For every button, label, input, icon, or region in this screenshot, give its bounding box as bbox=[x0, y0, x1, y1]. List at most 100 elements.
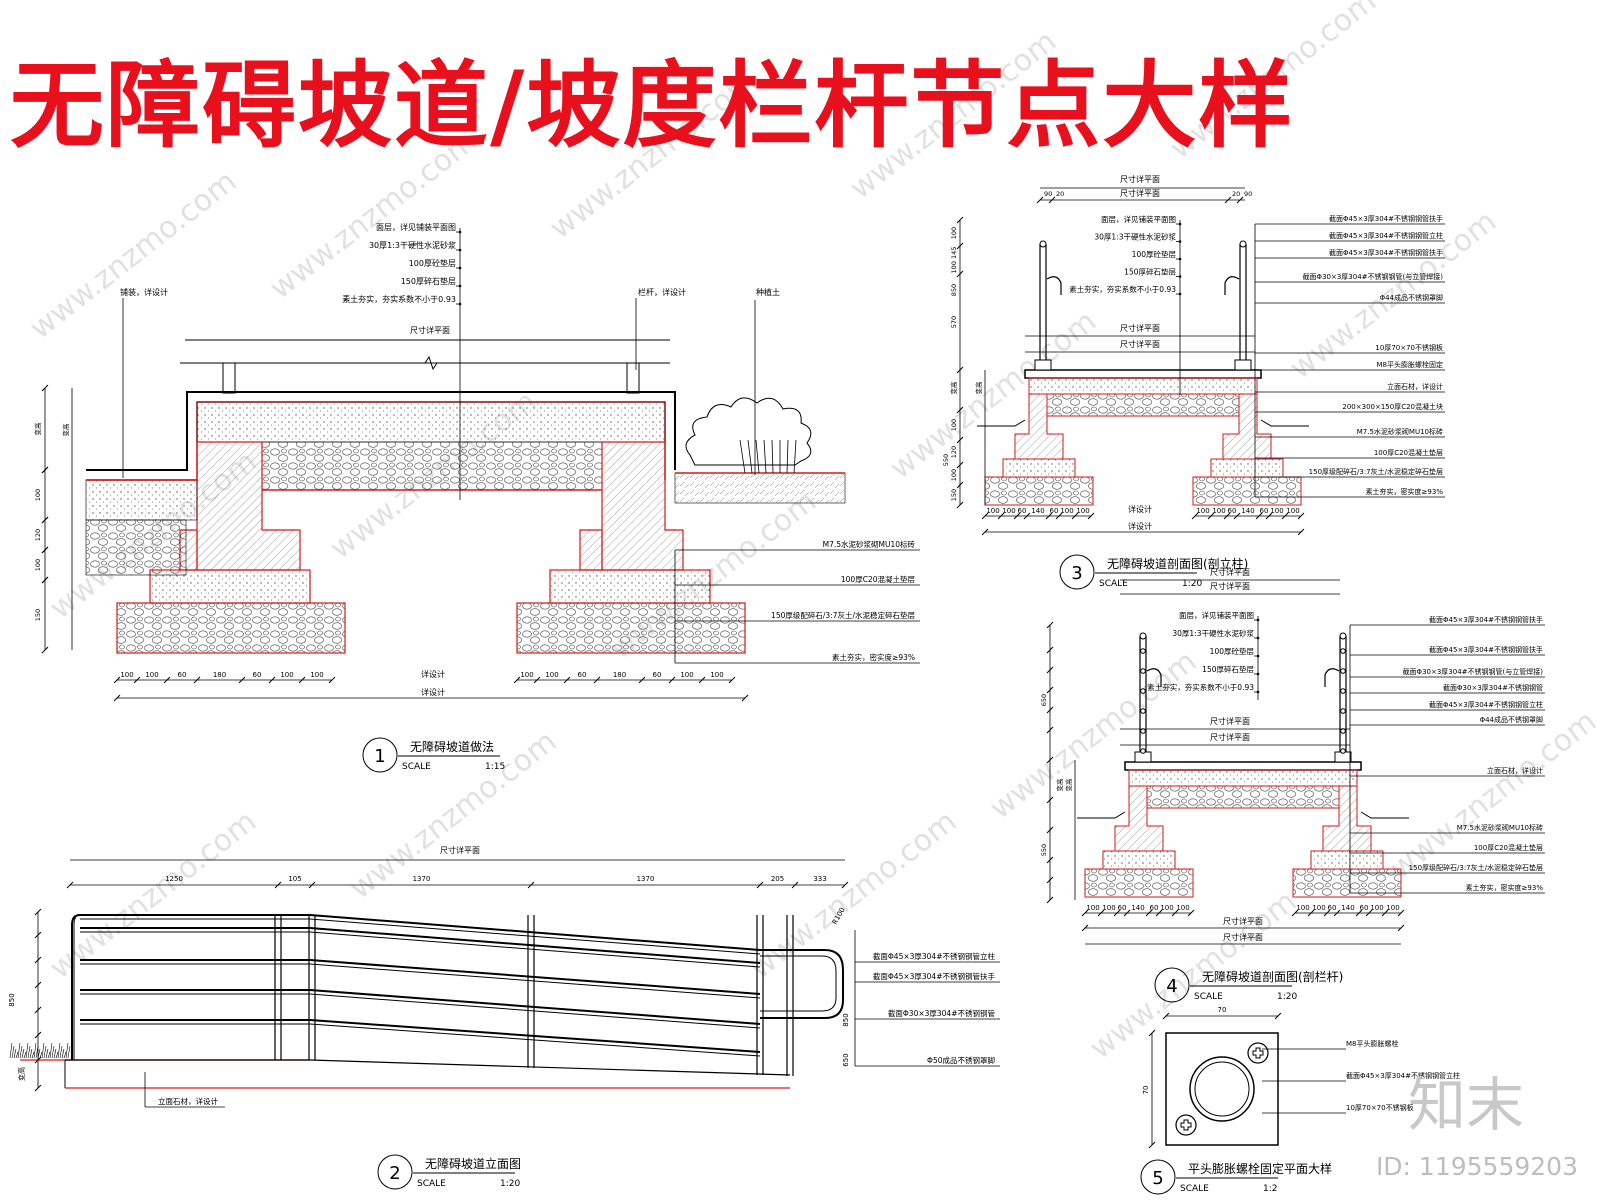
leader-dot bbox=[1256, 654, 1260, 658]
leader-dot bbox=[1256, 636, 1260, 640]
post-tube-inner bbox=[1194, 1061, 1250, 1117]
dimension-text: 850 bbox=[950, 284, 958, 296]
dim-tick bbox=[34, 1084, 42, 1092]
dim-tick bbox=[841, 881, 849, 889]
dimension-text: 变高 bbox=[1064, 778, 1073, 792]
gravel-layer bbox=[1146, 785, 1340, 809]
detail-5-plate-plan: 7070M8平头膨胀螺栓截面Φ45×3厚304#不锈钢钢管立柱10厚70×70不… bbox=[1140, 1006, 1460, 1195]
grass-blade bbox=[45, 1048, 49, 1059]
dim-tick bbox=[34, 1056, 42, 1064]
scale-value: 1:20 bbox=[1182, 579, 1202, 589]
dimension-text: 20 bbox=[1232, 190, 1240, 198]
handrail-return bbox=[760, 949, 844, 1019]
layer-label: 素土夯实，夯实系数不小于0.93 bbox=[1147, 682, 1254, 692]
leader-dot bbox=[458, 230, 462, 234]
dim-tick bbox=[956, 216, 964, 224]
dim-tick bbox=[956, 436, 964, 444]
dim-tick bbox=[1397, 924, 1405, 932]
callout-label: 铺装，详设计 bbox=[120, 287, 168, 297]
detail-number: 5 bbox=[1152, 1168, 1163, 1189]
base-plate bbox=[1034, 359, 1052, 371]
dim-tick bbox=[1046, 876, 1054, 884]
dim-tick bbox=[34, 908, 42, 916]
dim-tick bbox=[308, 881, 316, 889]
scale-label: SCALE bbox=[1099, 579, 1128, 589]
leader-dot bbox=[1256, 618, 1260, 622]
dim-tick bbox=[1046, 706, 1054, 714]
scale-value: 1:2 bbox=[1263, 1184, 1277, 1194]
leader-dot bbox=[458, 302, 462, 306]
dim-tick bbox=[41, 384, 49, 392]
dimension-text: 100 bbox=[1270, 507, 1283, 515]
dimension-text: 120 bbox=[950, 446, 958, 458]
dimension-text: 变高 bbox=[949, 381, 958, 395]
dim-tick bbox=[791, 881, 799, 889]
handrail-tube bbox=[80, 927, 761, 964]
leader-dot bbox=[458, 248, 462, 252]
callout-label: Φ44成品不锈钢罩脚 bbox=[1480, 715, 1543, 724]
grass-blade bbox=[55, 1051, 59, 1059]
grass-blade bbox=[63, 1051, 67, 1059]
dimension-text: 1250 bbox=[165, 875, 183, 883]
callout-label: 截面Φ45×3厚304#不锈钢钢管立柱 bbox=[1346, 1071, 1460, 1080]
dim-tick bbox=[1255, 512, 1263, 520]
concrete-footing bbox=[1210, 458, 1284, 478]
bolt-cross bbox=[1180, 1119, 1192, 1131]
scale-label: SCALE bbox=[402, 762, 431, 772]
dimension-text: 100 145 bbox=[950, 247, 958, 274]
callout-label: 200×300×150厚C20混凝土块 bbox=[1342, 402, 1443, 411]
base-label: 100厚C20混凝土垫层 bbox=[841, 574, 916, 584]
scale-label: SCALE bbox=[1194, 992, 1223, 1002]
callout-label: Φ50成品不锈钢罩脚 bbox=[927, 1055, 995, 1065]
detail-number-circle bbox=[1154, 967, 1190, 1003]
dimension-text: 60 bbox=[1260, 507, 1269, 515]
handrail-tube bbox=[80, 993, 761, 1029]
layer-label: 面层，详见铺装平面图 bbox=[1101, 214, 1176, 224]
handrail-tube bbox=[80, 959, 761, 995]
callout-label: 100厚C20混凝土垫层 bbox=[1374, 448, 1443, 457]
detail-number-circle bbox=[362, 737, 398, 773]
layer-label: 30厚1:3干硬性水泥砂浆 bbox=[1172, 628, 1254, 638]
dimension-text: 详设计 bbox=[421, 687, 445, 697]
base-label: 150厚级配碎石/3:7灰土/水泥稳定碎石垫层 bbox=[771, 610, 915, 620]
base-label: 素土夯实，密实度≥93% bbox=[832, 652, 915, 662]
rail-post bbox=[222, 362, 236, 394]
dim-tick bbox=[956, 242, 964, 250]
dim-tick bbox=[1046, 756, 1054, 764]
layer-label: 30厚1:3干硬性水泥砂浆 bbox=[1094, 232, 1176, 242]
dimension-text: 100 bbox=[1370, 904, 1383, 912]
bolt-head bbox=[1175, 1114, 1197, 1136]
dimension-text: 60 bbox=[253, 671, 262, 679]
layer-label: 面层，详见铺装平面图 bbox=[376, 222, 456, 232]
dimension-text: 100 bbox=[1160, 904, 1173, 912]
dimension-text: 850 bbox=[842, 1013, 850, 1026]
dim-tick bbox=[1071, 512, 1079, 520]
layer-label: 30厚1:3干硬性水泥砂浆 bbox=[369, 240, 456, 250]
detail-number: 1 bbox=[374, 746, 385, 767]
grass-blade bbox=[31, 1051, 35, 1059]
leader-dot bbox=[458, 284, 462, 288]
dimension-text: 105 bbox=[288, 875, 301, 883]
gravel-footing bbox=[984, 476, 1094, 506]
grass-blade bbox=[65, 1042, 69, 1059]
handrail-hook bbox=[1224, 276, 1240, 295]
dim-tick bbox=[1207, 512, 1215, 520]
layer-label: 100厚砼垫层 bbox=[409, 258, 456, 268]
dim-tick bbox=[1397, 909, 1405, 917]
ground-left bbox=[1077, 811, 1126, 819]
dimension-text: 120 bbox=[34, 529, 42, 541]
dimension-text: 100 bbox=[710, 671, 723, 679]
rail-section bbox=[1140, 708, 1146, 714]
dim-tick bbox=[1333, 909, 1341, 917]
callout-label: M7.5水泥砂浆砌MU10标砖 bbox=[1357, 427, 1443, 436]
dimension-text: 140 bbox=[1131, 904, 1144, 912]
gravel-footing bbox=[516, 602, 746, 654]
layer-label: 100厚砼垫层 bbox=[1210, 646, 1255, 656]
callout-label: 立面石材，详设计 bbox=[158, 1096, 218, 1106]
rail-section bbox=[1340, 688, 1346, 694]
post-cap bbox=[1139, 632, 1147, 640]
dimension-text: 100 bbox=[1060, 507, 1073, 515]
dimension-text: 70 bbox=[1142, 1086, 1150, 1095]
dimension-text: 100 bbox=[34, 489, 42, 501]
